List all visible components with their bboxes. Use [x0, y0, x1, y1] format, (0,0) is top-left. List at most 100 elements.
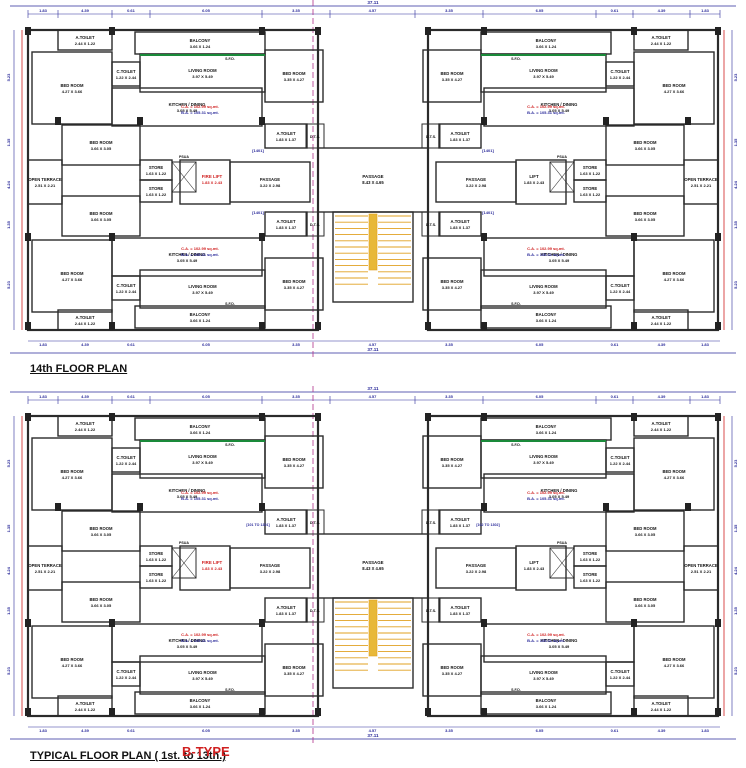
bottom-dim-value: 0.61	[127, 728, 136, 733]
structural-column	[631, 233, 637, 241]
structural-column	[259, 27, 265, 35]
structural-column	[109, 708, 115, 716]
balcony-label: BALCONY	[190, 698, 211, 703]
structural-column	[481, 503, 487, 511]
toilet-c-label: C.TOILET	[117, 455, 136, 460]
toilet-a-label: A.TOILET	[652, 701, 671, 706]
balcony-walls	[480, 31, 612, 55]
bed-room-inner-walls	[422, 643, 482, 697]
balcony-size: 3.66 X 1.24	[190, 318, 211, 323]
sfd-label: S.F.D.	[225, 57, 235, 61]
open-terrace-size: 2.51 X 2.21	[691, 183, 712, 188]
kitchen-dining-label: KITCHEN / DINING	[169, 488, 206, 493]
passage-side-label: PASSAGE	[260, 177, 280, 182]
bed-room-inner-label: BED ROOM	[440, 457, 464, 462]
structural-column	[25, 233, 31, 241]
structural-column	[25, 708, 31, 716]
structural-column	[109, 322, 115, 330]
store-label: STORE	[149, 551, 164, 556]
bottom-dim-value: 4.39	[81, 728, 90, 733]
carpet-area-note: C.A. = 102.99 sq.mt.	[527, 246, 565, 251]
toilet-inner-walls	[264, 123, 308, 149]
builtup-area-note: B.A. = 105.31 sq.mt.	[527, 496, 565, 501]
bed-room-outer-walls	[31, 625, 113, 699]
carpet-area-note: C.A. = 102.99 sq.mt.	[527, 632, 565, 637]
structural-column	[259, 503, 265, 511]
balcony-walls	[480, 305, 612, 329]
bed-room-inner-walls	[422, 49, 482, 103]
top-dim-value: 0.61	[611, 8, 620, 13]
lift-shaft	[549, 161, 575, 193]
pipe-label: PSUA	[557, 541, 567, 545]
dts-label: D.T.S.	[426, 135, 436, 139]
open-terrace-label: OPEN TERRACE	[28, 177, 61, 182]
open-terrace-label: OPEN TERRACE	[28, 563, 61, 568]
bottom-dim-value: 6.05	[536, 342, 545, 347]
top-dim-value: 6.05	[536, 8, 545, 13]
carpet-area-note: C.A. = 102.99 sq.mt.	[181, 490, 219, 495]
bottom-dim-value: 3.35	[445, 728, 454, 733]
toilet-inner-label: A.TOILET	[277, 219, 296, 224]
bed-room-mid-walls	[605, 581, 685, 623]
store-label: STORE	[149, 572, 164, 577]
bottom-dim-value: 0.61	[611, 728, 620, 733]
store-label: STORE	[149, 165, 164, 170]
side-dim-value-right: 1.35	[733, 138, 738, 147]
staircase	[332, 597, 414, 689]
toilet-c-size: 1.22 X 2.44	[610, 461, 631, 466]
kitchen-dining-size: 3.05 X 5.49	[549, 494, 570, 499]
structural-column	[481, 233, 487, 241]
toilet-inner-label: A.TOILET	[277, 605, 296, 610]
dts-shaft	[421, 597, 441, 623]
dts-shaft	[421, 509, 441, 535]
right-wing	[421, 413, 725, 718]
living-room-walls	[139, 53, 266, 93]
bed-room-mid-label: BED ROOM	[89, 211, 113, 216]
kitchen-dining-walls	[111, 473, 263, 513]
structural-column	[631, 27, 637, 35]
top-dim-value: 4.57	[369, 8, 378, 13]
top-dim-value: 3.35	[445, 8, 454, 13]
top-dim-value: 4.57	[369, 394, 378, 399]
sfd-label: S.F.D.	[225, 688, 235, 692]
toilet-inner-walls	[438, 211, 482, 237]
structural-column	[259, 708, 265, 716]
side-dim-value-right: 5.23	[733, 459, 738, 468]
store-size: 1.63 X 1.22	[146, 557, 167, 562]
bed-room-mid-label: BED ROOM	[633, 211, 657, 216]
bed-room-inner-label: BED ROOM	[440, 279, 464, 284]
lift-size: 1.83 X 2.43	[202, 180, 223, 185]
kitchen-dining-label: KITCHEN / DINING	[169, 102, 206, 107]
side-dim-value-left: 1.35	[6, 524, 11, 533]
level-tag: [1401]	[482, 148, 494, 153]
bed-room-mid-size: 3.66 X 3.05	[635, 146, 656, 151]
lift-shaft	[549, 547, 575, 579]
red-ledge	[633, 625, 715, 699]
lift-cross	[171, 547, 197, 579]
bottom-dim-value: 4.57	[369, 728, 378, 733]
red-ledge	[633, 51, 715, 125]
living-room-label: LIVING ROOM	[188, 284, 217, 289]
bed-room-mid-size: 3.66 X 3.05	[91, 146, 112, 151]
structural-column	[425, 27, 431, 35]
bottom-dim-value: 3.35	[445, 342, 454, 347]
kitchen-dining-size: 3.05 X 5.49	[177, 494, 198, 499]
kitchen-dining-label: KITCHEN / DINING	[541, 638, 578, 643]
kitchen-dining-walls	[111, 237, 263, 277]
toilet-c-walls	[111, 275, 141, 301]
builtup-area-note: B.A. = 105.31 sq.mt.	[181, 638, 219, 643]
open-terrace-label: OPEN TERRACE	[684, 177, 717, 182]
bed-room-inner-label: BED ROOM	[282, 279, 306, 284]
structural-column	[685, 117, 691, 125]
kitchen-dining-label: KITCHEN / DINING	[541, 488, 578, 493]
passage-side-size: 3.22 X 2.98	[260, 569, 281, 574]
bed-room-outer-size: 4.27 X 3.66	[62, 89, 83, 94]
living-room-label: LIVING ROOM	[529, 284, 558, 289]
toilet-a-walls	[57, 695, 113, 717]
structural-column	[603, 503, 609, 511]
lift-size: 1.83 X 2.43	[202, 566, 223, 571]
top-dim-value: 4.39	[81, 8, 90, 13]
bottom-dim-value: 1.83	[701, 728, 710, 733]
structural-column	[481, 619, 487, 627]
